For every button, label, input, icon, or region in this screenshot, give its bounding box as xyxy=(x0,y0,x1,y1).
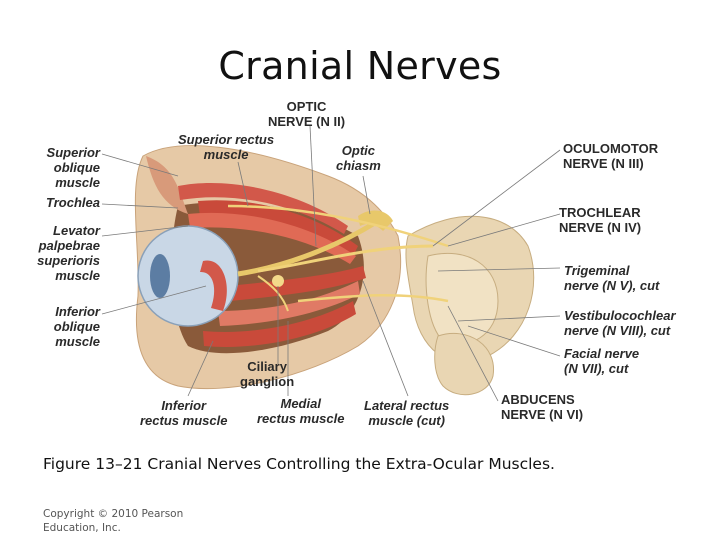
inferior-oblique-muscle xyxy=(200,260,227,311)
label-facial-nerve: Facial nerve(N VII), cut xyxy=(564,346,640,376)
medial-rectus-muscle xyxy=(218,281,360,326)
label-trochlea: Trochlea xyxy=(46,195,100,210)
copyright-notice: Copyright © 2010 Pearson Education, Inc. xyxy=(43,508,184,534)
abducens-nerve xyxy=(297,294,449,303)
leader-lines xyxy=(101,125,561,402)
superior-oblique-muscle xyxy=(178,182,348,234)
cerebellum xyxy=(434,332,494,396)
superior-rectus-muscle xyxy=(198,200,358,256)
figure-caption: Figure 13–21 Cranial Nerves Controlling … xyxy=(43,455,555,473)
oculomotor-nerve xyxy=(257,244,434,273)
anatomy-illustration xyxy=(101,125,561,402)
ciliary-branch xyxy=(257,275,289,312)
lateral-rectus-muscle xyxy=(228,266,366,301)
trochlear-nerve xyxy=(227,204,449,248)
slide-title: Cranial Nerves xyxy=(218,44,502,88)
inferior-rectus-muscle xyxy=(203,301,356,347)
optic-nerve xyxy=(237,218,380,277)
levator-muscle xyxy=(188,212,356,264)
ciliary-ganglion-mark xyxy=(272,275,284,287)
upper-skin xyxy=(146,156,188,214)
pons xyxy=(425,252,499,345)
cornea xyxy=(150,254,170,298)
